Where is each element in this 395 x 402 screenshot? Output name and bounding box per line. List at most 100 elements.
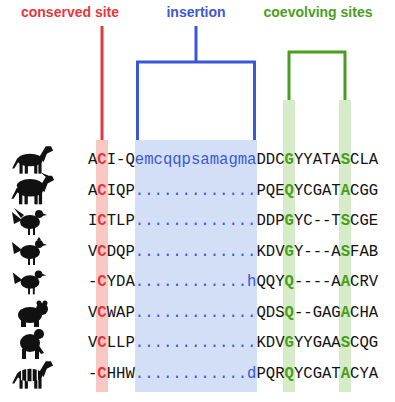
residue: - — [88, 273, 97, 291]
residue: C — [303, 212, 312, 230]
residue: A — [369, 151, 378, 169]
residue: A — [116, 304, 125, 322]
residue: Y — [294, 243, 303, 261]
sequence-row: VCWAP.............QDSQ--GAGACHA — [88, 303, 378, 323]
residue: A — [313, 151, 322, 169]
residue: Y — [303, 334, 312, 352]
residue: K — [256, 243, 265, 261]
residue: W — [125, 365, 134, 383]
residue: - — [313, 243, 322, 261]
residue: . — [191, 365, 200, 383]
insertion-band — [135, 140, 257, 392]
residue: . — [182, 365, 191, 383]
residue: . — [172, 182, 181, 200]
residue: R — [359, 273, 368, 291]
residue: A — [331, 273, 340, 291]
residue: L — [359, 151, 368, 169]
residue: . — [210, 304, 219, 322]
residue: - — [322, 273, 331, 291]
residue: . — [228, 273, 237, 291]
residue: R — [275, 365, 284, 383]
residue: A — [331, 334, 340, 352]
residue: . — [219, 212, 228, 230]
residue: . — [144, 273, 153, 291]
residue: P — [275, 212, 284, 230]
residue: . — [200, 182, 209, 200]
residue: . — [163, 365, 172, 383]
residue: S — [341, 212, 350, 230]
residue: - — [116, 151, 125, 169]
residue: . — [154, 304, 163, 322]
residue: . — [154, 273, 163, 291]
residue: . — [144, 304, 153, 322]
residue: . — [172, 212, 181, 230]
residue: Q — [359, 334, 368, 352]
residue: - — [313, 273, 322, 291]
residue: . — [154, 365, 163, 383]
residue: A — [322, 304, 331, 322]
residue: Q — [116, 182, 125, 200]
residue: . — [200, 273, 209, 291]
residue: V — [369, 273, 378, 291]
residue: A — [331, 243, 340, 261]
residue: . — [238, 182, 247, 200]
residue: . — [163, 273, 172, 291]
residue: P — [125, 182, 134, 200]
sequence-row: VCLLP.............KDVGYYGAASCQG — [88, 333, 378, 353]
residue: V — [88, 243, 97, 261]
residue: D — [256, 151, 265, 169]
residue: C — [350, 304, 359, 322]
residue: . — [182, 334, 191, 352]
residue: . — [191, 182, 200, 200]
residue: Y — [294, 151, 303, 169]
residue: c — [154, 151, 163, 169]
residue: G — [313, 304, 322, 322]
residue: D — [266, 151, 275, 169]
residue: . — [144, 365, 153, 383]
residue: C — [97, 334, 106, 352]
residue: C — [97, 182, 106, 200]
residue: P — [256, 182, 265, 200]
residue: . — [154, 334, 163, 352]
residue: . — [210, 334, 219, 352]
residue: S — [341, 243, 350, 261]
residue: . — [154, 182, 163, 200]
residue: . — [200, 334, 209, 352]
residue: q — [172, 151, 181, 169]
residue: C — [350, 182, 359, 200]
residue: V — [275, 334, 284, 352]
residue: . — [172, 304, 181, 322]
residue: A — [359, 243, 368, 261]
residue: A — [88, 151, 97, 169]
sequence-row: ACIQP.............PQEQYCGATACGG — [88, 181, 378, 201]
sequence-row: -CYDA............hQQYQ----AACRV — [88, 272, 378, 292]
residue: C — [97, 243, 106, 261]
residue: D — [266, 243, 275, 261]
residue: C — [97, 212, 106, 230]
residue: G — [369, 182, 378, 200]
residue: C — [97, 365, 106, 383]
residue: Y — [107, 273, 116, 291]
insertion-bracket — [136, 26, 256, 140]
residue: P — [256, 365, 265, 383]
residue: - — [294, 273, 303, 291]
residue: . — [191, 273, 200, 291]
residue: T — [331, 182, 340, 200]
residue: - — [294, 304, 303, 322]
residue: C — [275, 151, 284, 169]
residue: Y — [294, 365, 303, 383]
residue: . — [228, 182, 237, 200]
residue: . — [144, 212, 153, 230]
residue: h — [247, 273, 256, 291]
residue: G — [369, 334, 378, 352]
residue: Q — [116, 243, 125, 261]
residue: - — [313, 212, 322, 230]
residue: H — [359, 304, 368, 322]
residue: . — [163, 243, 172, 261]
residue: C — [97, 273, 106, 291]
residue: Q — [285, 182, 294, 200]
residue: . — [247, 334, 256, 352]
residue: m — [144, 151, 153, 169]
residue: . — [200, 365, 209, 383]
residue: m — [238, 151, 247, 169]
